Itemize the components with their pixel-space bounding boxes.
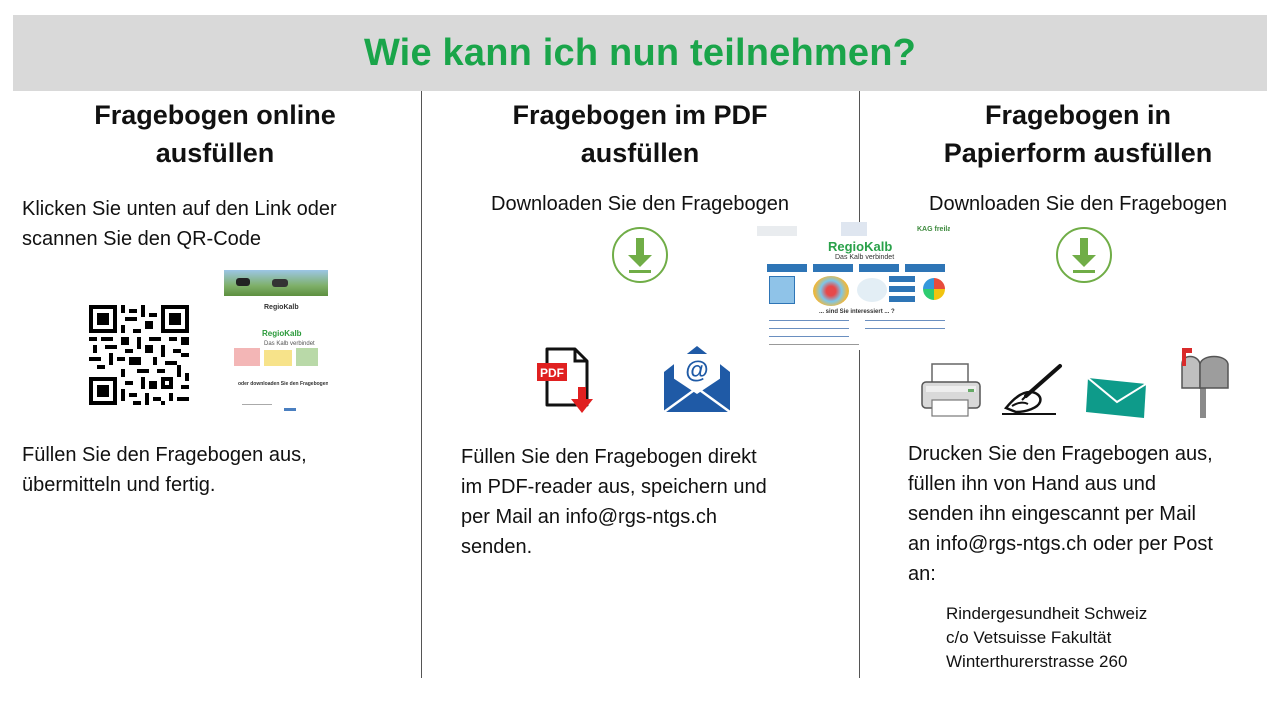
preview-network-graphic: [857, 278, 887, 302]
col2-bottom-line3: per Mail an info@rgs-ntgs.ch: [461, 506, 717, 528]
svg-text:@: @: [685, 357, 708, 384]
preview-color-block-green: [296, 348, 318, 366]
col2-download-link[interactable]: Downloaden Sie den Fragebogen: [491, 193, 789, 215]
preview-circle-graphic: [813, 276, 849, 306]
address-line3: Winterthurerstrasse 260: [946, 652, 1128, 671]
preview-tagline: Das Kalb verbindet: [264, 341, 315, 347]
col1-instr-line1: Klicken Sie unten auf den Link oder: [22, 198, 337, 220]
col3-title: Fragebogen in Papierform ausfüllen: [878, 96, 1278, 172]
col3-bottom-line5: an:: [908, 563, 936, 585]
pdf-label: PDF: [540, 366, 564, 380]
qr-code[interactable]: [89, 305, 189, 405]
col3-bottom-line4: an info@rgs-ntgs.ch oder per Post: [908, 533, 1213, 555]
envelope-icon: [1086, 377, 1147, 418]
column-divider-1: [421, 91, 422, 678]
col1-instructions: Klicken Sie unten auf den Link oder scan…: [22, 194, 412, 254]
preview-brand: RegioKalb: [262, 329, 302, 338]
col2-bottom-line2: im PDF-reader aus, speichern und: [461, 476, 767, 498]
col1-bottom-line1: Füllen Sie den Fragebogen aus,: [22, 444, 307, 466]
pdf-download-icon[interactable]: PDF: [535, 345, 599, 417]
paper-form-preview[interactable]: KAG freiland RegioKalb Das Kalb verbinde…: [755, 222, 950, 350]
col3-title-line2: Papierform ausfüllen: [943, 138, 1213, 168]
download-icon[interactable]: [1055, 226, 1113, 284]
preview-step-3: [859, 264, 899, 272]
preview-color-block-yellow: [264, 350, 292, 366]
col1-title-line2: ausfüllen: [155, 138, 275, 168]
preview-field-line: [865, 320, 945, 321]
col3-title-line1: Fragebogen in: [984, 100, 1171, 130]
preview-step-2: [813, 264, 853, 272]
preview-download-text: oder downloaden Sie den Fragebogen als P…: [238, 381, 328, 387]
col2-title: Fragebogen im PDF ausfüllen: [440, 96, 840, 172]
preview-footer-line: [769, 344, 859, 345]
preview-color-block-pink: [234, 348, 260, 366]
preview-field-line: [769, 336, 849, 337]
col1-bottom-text: Füllen Sie den Fragebogen aus, übermitte…: [22, 440, 412, 500]
address-line1: Rindergesundheit Schweiz: [946, 604, 1148, 623]
download-icon[interactable]: [611, 226, 669, 284]
writing-hand-icon: [1002, 364, 1062, 415]
col1-instr-line2: scannen Sie den QR-Code: [22, 228, 262, 250]
col3-bottom-line1: Drucken Sie den Fragebogen aus,: [908, 443, 1213, 465]
col2-bottom-text: Füllen Sie den Fragebogen direkt im PDF-…: [461, 442, 853, 562]
preview-brand: RegioKalb: [828, 239, 893, 254]
preview-step-1: [767, 264, 807, 272]
email-icon[interactable]: @: [662, 342, 732, 414]
col3-bottom-text: Drucken Sie den Fragebogen aus, füllen i…: [908, 439, 1278, 589]
preview-step-4: [905, 264, 945, 272]
printer-icon: [921, 363, 981, 417]
column-divider-2: [859, 91, 860, 678]
partner-logo-3: KAG freiland: [917, 226, 950, 233]
postal-address: Rindergesundheit Schweiz c/o Vetsuisse F…: [946, 602, 1266, 674]
preview-field-line: [865, 328, 945, 329]
col3-bottom-line3: senden ihn eingescannt per Mail: [908, 503, 1196, 525]
online-form-preview[interactable]: RegioKalb RegioKalb Das Kalb verbindet o…: [224, 270, 328, 420]
preview-heading: RegioKalb: [264, 304, 299, 311]
col2-title-line2: ausfüllen: [580, 138, 700, 168]
address-line2: c/o Vetsuisse Fakultät: [946, 628, 1112, 647]
preview-tag: [889, 296, 915, 302]
preview-clipboard: [769, 276, 795, 304]
preview-field-line: [769, 320, 849, 321]
col2-bottom-line1: Füllen Sie den Fragebogen direkt: [461, 446, 757, 468]
preview-field-line: [769, 328, 849, 329]
col3-download-link[interactable]: Downloaden Sie den Fragebogen: [929, 193, 1227, 215]
partner-logo-1: [757, 226, 797, 236]
col2-title-line1: Fragebogen im PDF: [512, 100, 768, 130]
preview-button: [284, 408, 296, 411]
col1-title-line1: Fragebogen online: [94, 100, 336, 130]
preview-tag: [889, 276, 915, 282]
col2-bottom-line4: senden.: [461, 536, 533, 558]
col1-title: Fragebogen online ausfüllen: [20, 96, 410, 172]
header-banner: Wie kann ich nun teilnehmen?: [13, 15, 1267, 91]
preview-question: ... sind Sie interessiert ... ?: [819, 309, 895, 315]
col3-bottom-line2: füllen ihn von Hand aus und: [908, 473, 1156, 495]
mailbox-icon: [1181, 348, 1229, 418]
partner-logo-2: [841, 222, 867, 236]
preview-line: [242, 404, 272, 405]
page-title: Wie kann ich nun teilnehmen?: [363, 31, 917, 74]
cow-shape: [236, 278, 250, 286]
preview-pinwheel: [923, 278, 945, 300]
preview-tag: [889, 286, 915, 292]
col1-bottom-line2: übermitteln und fertig.: [22, 474, 216, 496]
preview-tagline: Das Kalb verbindet: [835, 254, 895, 261]
cow-shape: [272, 279, 288, 287]
